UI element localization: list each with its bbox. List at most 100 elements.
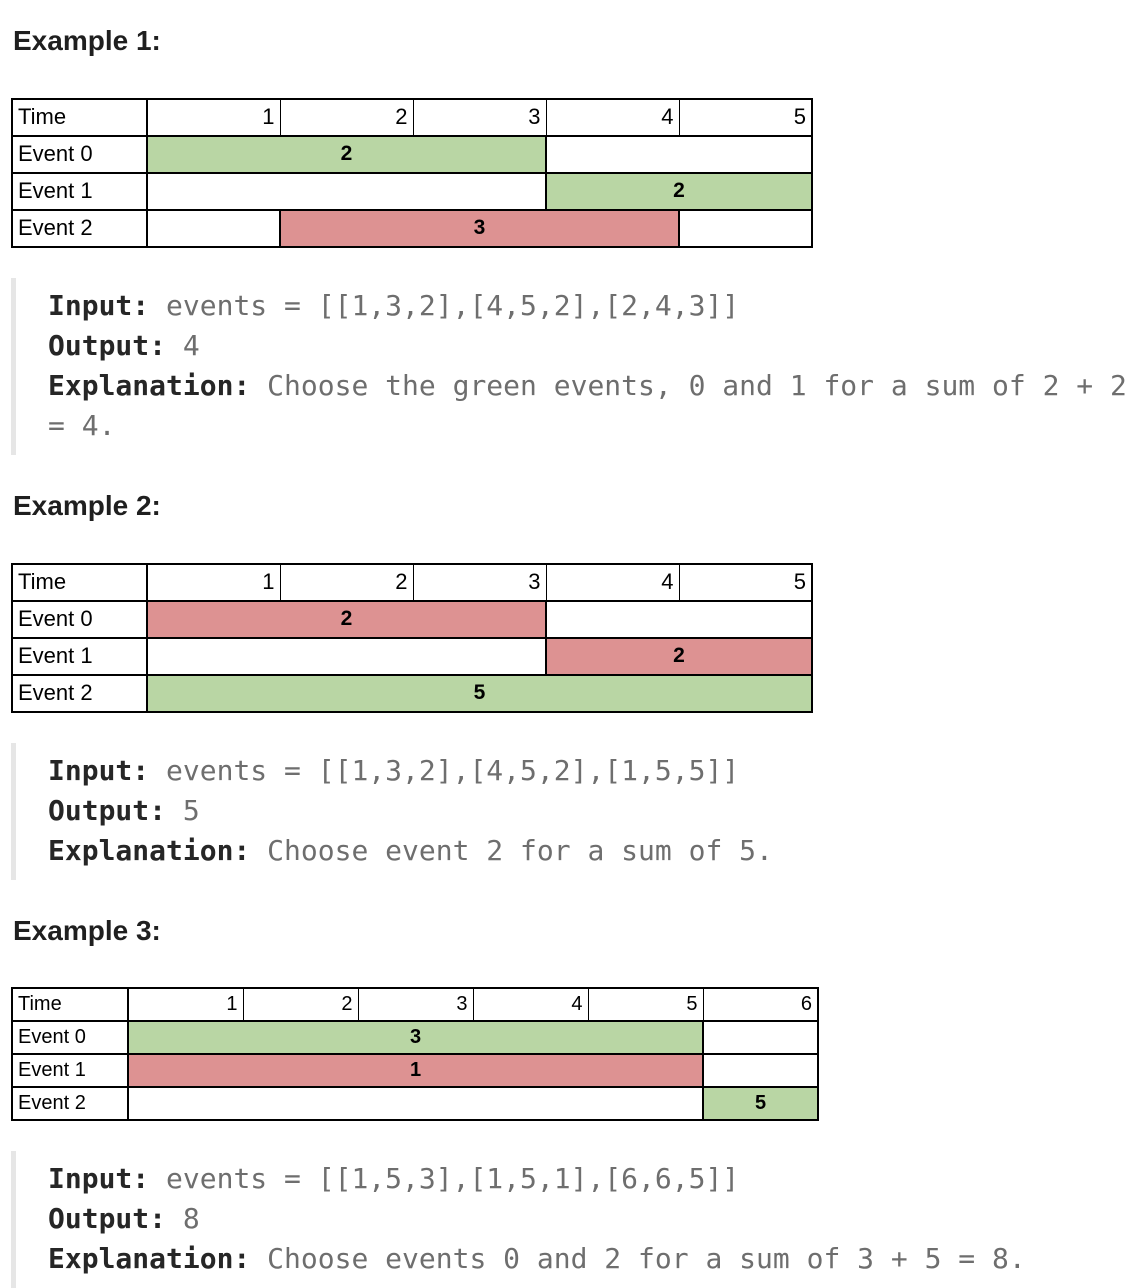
explanation-label: Explanation: bbox=[48, 1242, 251, 1276]
event-label-cell: Event 2 bbox=[11, 1086, 129, 1122]
time-tick-cell: 2 bbox=[279, 97, 414, 137]
event-label-cell: Event 0 bbox=[11, 134, 148, 174]
example-heading: Example 2: bbox=[13, 489, 161, 521]
time-tick-cell: 4 bbox=[545, 562, 680, 602]
explanation-line: Explanation: Choose the green events, 0 … bbox=[48, 366, 1146, 446]
event-label-cell: Event 0 bbox=[11, 1020, 129, 1056]
output-label: Output: bbox=[48, 793, 167, 827]
time-tick-cell: 2 bbox=[279, 562, 414, 602]
example-heading: Example 1: bbox=[13, 25, 161, 56]
explanation-line: Explanation: Choose event 2 for a sum of… bbox=[48, 831, 1146, 871]
output-line: Output: 8 bbox=[48, 1199, 1146, 1239]
event-bar: 2 bbox=[545, 636, 813, 676]
time-tick-cell: 3 bbox=[412, 97, 547, 137]
time-header-cell: Time bbox=[11, 97, 148, 137]
output-label: Output: bbox=[48, 328, 167, 362]
gantt-empty-cell bbox=[546, 599, 812, 639]
output-line: Output: 4 bbox=[48, 326, 1146, 366]
io-block: Input: events = [[1,3,2],[4,5,2],[1,5,5]… bbox=[11, 742, 1146, 880]
input-label: Input: bbox=[48, 753, 150, 787]
event-bar: 3 bbox=[127, 1020, 704, 1056]
time-tick-cell: 5 bbox=[678, 97, 813, 137]
explanation-value: Choose event 2 for a sum of 5. bbox=[250, 833, 773, 867]
time-tick-cell: 1 bbox=[127, 987, 244, 1023]
output-label: Output: bbox=[48, 1202, 167, 1236]
time-tick-cell: 3 bbox=[357, 987, 474, 1023]
gantt-empty-cell bbox=[546, 134, 812, 174]
time-tick-cell: 1 bbox=[146, 97, 281, 137]
event-label-cell: Event 2 bbox=[11, 673, 148, 713]
output-line: Output: 5 bbox=[48, 791, 1146, 831]
explanation-value: Choose events 0 and 2 for a sum of 3 + 5… bbox=[250, 1242, 1026, 1276]
event-label-cell: Event 2 bbox=[11, 208, 148, 248]
time-tick-cell: 4 bbox=[545, 97, 680, 137]
gantt-event-row: Event 2 3 bbox=[11, 208, 812, 248]
gantt-empty-cell bbox=[147, 636, 546, 676]
input-value: events = [[1,3,2],[4,5,2],[2,4,3]] bbox=[149, 288, 740, 322]
time-tick-cell: 1 bbox=[146, 562, 281, 602]
time-header-cell: Time bbox=[11, 987, 129, 1023]
event-label-cell: Event 1 bbox=[11, 171, 148, 211]
event-bar: 5 bbox=[702, 1086, 819, 1122]
gantt-empty-cell bbox=[147, 208, 280, 248]
time-header-cell: Time bbox=[11, 562, 148, 602]
event-bar: 5 bbox=[146, 673, 813, 713]
gantt-empty-cell bbox=[703, 1020, 818, 1056]
explanation-value: Choose the green events, 0 and 1 for a s… bbox=[48, 368, 1144, 442]
gantt-empty-cell bbox=[147, 171, 546, 211]
time-tick-cell: 6 bbox=[702, 987, 819, 1023]
event-label-cell: Event 1 bbox=[11, 636, 148, 676]
gantt-event-row: Event 1 2 bbox=[11, 636, 813, 676]
input-line: Input: events = [[1,5,3],[1,5,1],[6,6,5]… bbox=[48, 1159, 1146, 1199]
time-tick-cell: 3 bbox=[412, 562, 547, 602]
io-block: Input: events = [[1,3,2],[4,5,2],[2,4,3]… bbox=[11, 277, 1146, 455]
time-tick-cell: 4 bbox=[472, 987, 589, 1023]
explanation-label: Explanation: bbox=[48, 833, 251, 867]
time-tick-cell: 5 bbox=[678, 562, 813, 602]
event-bar: 1 bbox=[127, 1053, 704, 1089]
output-value: 8 bbox=[166, 1202, 200, 1236]
explanation-line: Explanation: Choose events 0 and 2 for a… bbox=[48, 1239, 1146, 1279]
time-tick-cell: 2 bbox=[242, 987, 359, 1023]
input-line: Input: events = [[1,3,2],[4,5,2],[2,4,3]… bbox=[48, 286, 1146, 326]
gantt-event-row: Event 2 5 bbox=[11, 1086, 819, 1122]
gantt-empty-cell bbox=[703, 1053, 818, 1089]
example-heading: Example 3: bbox=[13, 914, 161, 946]
gantt-empty-cell bbox=[128, 1086, 703, 1122]
gantt-event-row: Event 1 2 bbox=[11, 171, 813, 211]
input-value: events = [[1,3,2],[4,5,2],[1,5,5]] bbox=[149, 753, 740, 787]
input-label: Input: bbox=[48, 288, 150, 322]
input-value: events = [[1,5,3],[1,5,1],[6,6,5]] bbox=[149, 1162, 740, 1196]
time-tick-cell: 5 bbox=[587, 987, 704, 1023]
output-value: 4 bbox=[166, 328, 200, 362]
input-line: Input: events = [[1,3,2],[4,5,2],[1,5,5]… bbox=[48, 751, 1146, 791]
event-label-cell: Event 1 bbox=[11, 1053, 129, 1089]
event-bar: 2 bbox=[545, 171, 813, 211]
event-bar: 2 bbox=[146, 599, 547, 639]
gantt-empty-cell bbox=[679, 208, 812, 248]
io-block: Input: events = [[1,5,3],[1,5,1],[6,6,5]… bbox=[11, 1151, 1146, 1288]
event-bar: 2 bbox=[146, 134, 547, 174]
input-label: Input: bbox=[48, 1162, 150, 1196]
explanation-label: Explanation: bbox=[48, 368, 251, 402]
event-bar: 3 bbox=[279, 208, 680, 248]
output-value: 5 bbox=[166, 793, 200, 827]
event-label-cell: Event 0 bbox=[11, 599, 148, 639]
